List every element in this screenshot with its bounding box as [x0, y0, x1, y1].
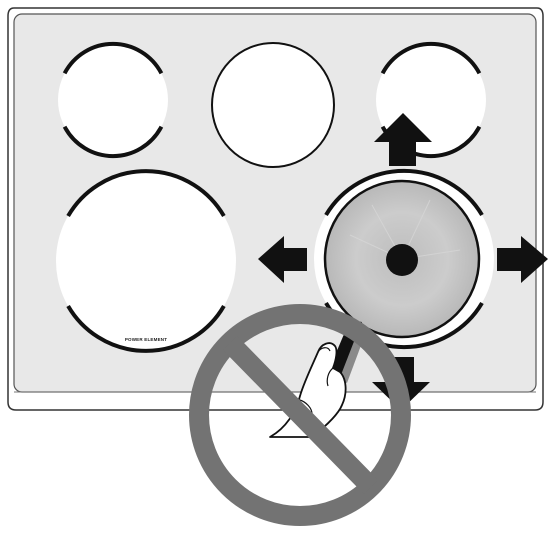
arrow-right-icon	[497, 236, 548, 283]
arrow-up-icon	[374, 113, 432, 166]
burner-top-left	[58, 41, 168, 159]
prohibition-icon	[189, 304, 411, 526]
arrow-left-icon	[258, 236, 307, 283]
element-label: POWER ELEMENT	[125, 337, 167, 342]
burner-bottom-left: POWER ELEMENT	[56, 169, 236, 353]
hand-icon	[269, 342, 347, 438]
burner-top-middle	[211, 42, 335, 168]
